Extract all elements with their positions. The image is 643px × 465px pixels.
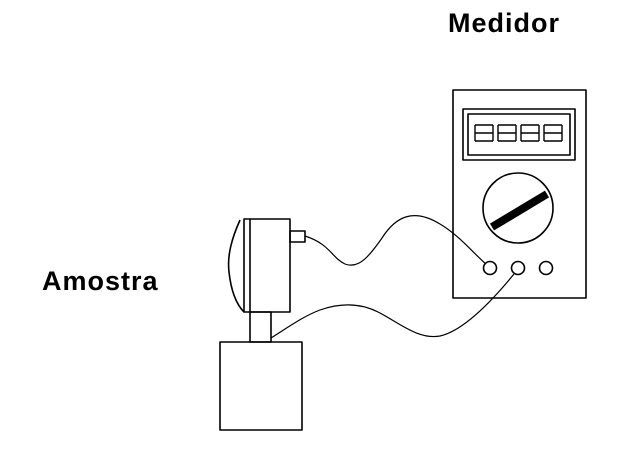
multimeter: [452, 89, 587, 299]
multimeter-body: [452, 89, 587, 299]
sample-adapter-prong: [289, 230, 306, 243]
multimeter-digits: [474, 124, 563, 142]
sample-block: [219, 341, 303, 431]
terminal-extra: [538, 260, 554, 276]
sample-adapter-face: [227, 219, 245, 313]
sample-adapter-body: [243, 218, 291, 313]
terminal-input: [510, 260, 526, 276]
wire-to-input-terminal: [270, 273, 515, 339]
sample-label: Amostra: [42, 266, 159, 296]
meter-label: Medidor: [448, 8, 560, 38]
sample-neck: [249, 311, 272, 343]
multimeter-display: [467, 113, 571, 156]
multimeter-dial: [482, 172, 554, 244]
wire-to-common-terminal: [304, 215, 487, 266]
multimeter-dial-pointer: [489, 190, 550, 231]
multimeter-display-frame: [462, 108, 576, 161]
terminal-common: [482, 260, 498, 276]
